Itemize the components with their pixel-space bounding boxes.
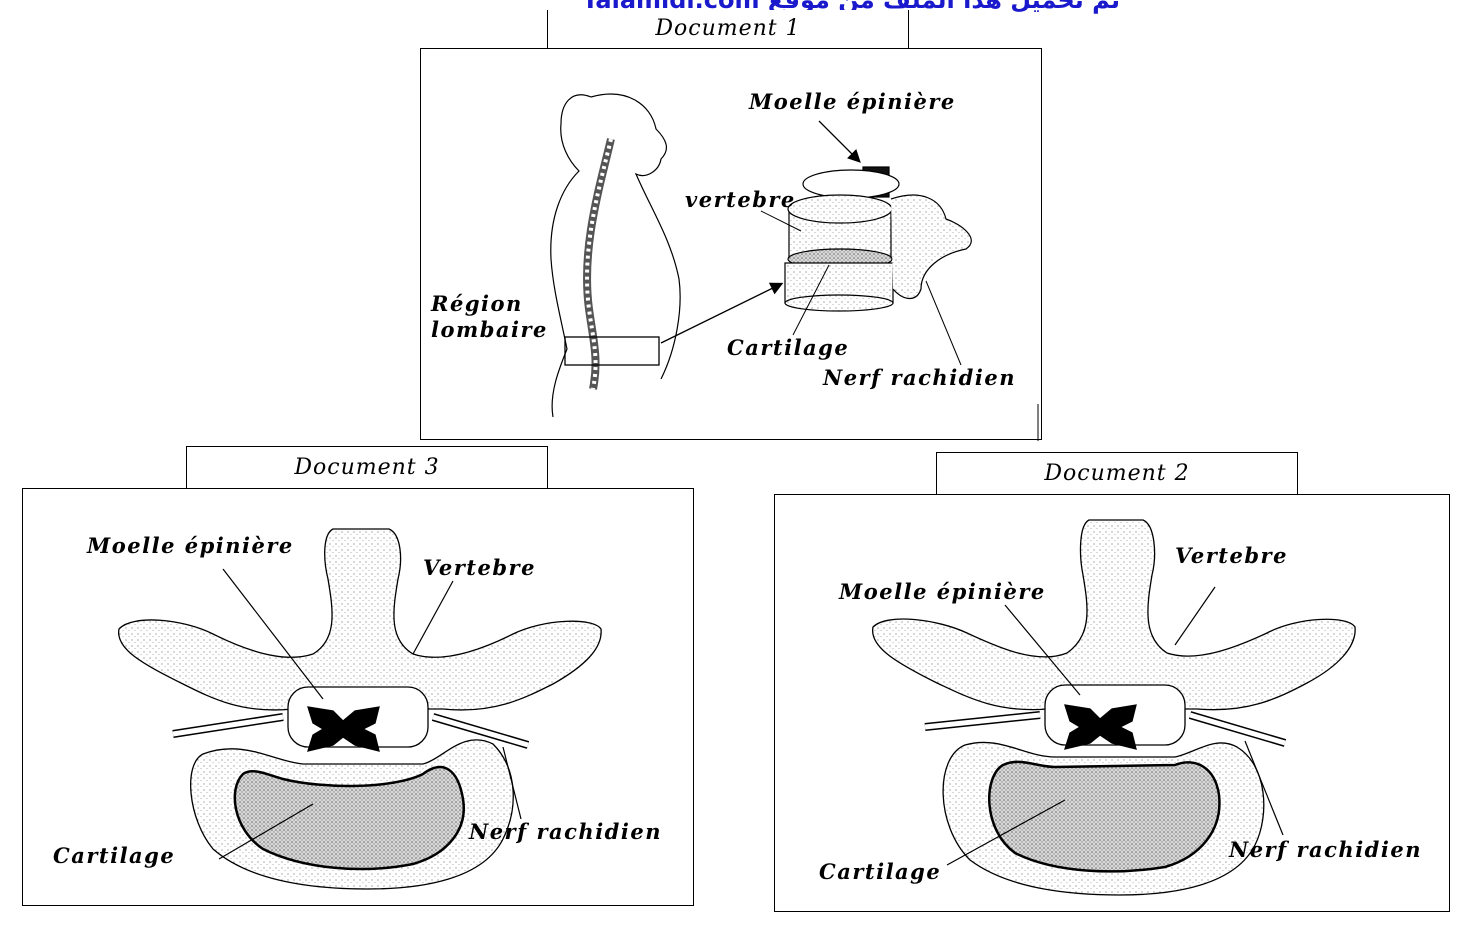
doc1-title: Document 1 xyxy=(655,16,800,41)
spine xyxy=(587,139,611,389)
moelle-arrow xyxy=(819,121,859,161)
doc3-nerf-label: Nerf rachidien xyxy=(469,819,662,844)
vertebra-stack xyxy=(785,167,971,311)
doc1-nerf-label: Nerf rachidien xyxy=(823,365,1016,390)
doc1-lombaire-label: lombaire xyxy=(431,317,548,342)
doc1-title-tab: Document 1 xyxy=(547,10,909,52)
doc3-title: Document 3 xyxy=(294,455,439,480)
doc2-cartilage-label: Cartilage xyxy=(819,859,941,884)
doc1-region-label: Région xyxy=(431,291,523,316)
doc2-moelle-label: Moelle épinière xyxy=(839,579,1046,604)
nerf-leader xyxy=(926,281,961,365)
doc2-title-tab: Document 2 xyxy=(936,452,1298,498)
doc1-cartilage-label: Cartilage xyxy=(727,335,849,360)
doc3-frame: Moelle épinière Vertebre Cartilage Nerf … xyxy=(22,488,694,906)
lumbar-region-box xyxy=(565,337,659,365)
doc2-vertebre-label: Vertebre xyxy=(1175,543,1288,568)
doc3-vertebre-label: Vertebre xyxy=(423,555,536,580)
doc3-cartilage-label: Cartilage xyxy=(53,843,175,868)
doc3-title-tab: Document 3 xyxy=(186,446,548,492)
doc3-moelle-label: Moelle épinière xyxy=(87,533,294,558)
doc1-frame: Moelle épinière vertebre Région lombaire… xyxy=(420,48,1042,440)
doc2-title: Document 2 xyxy=(1044,461,1189,486)
doc2-frame: Vertebre Moelle épinière Cartilage Nerf … xyxy=(774,494,1450,912)
vertebre-leader xyxy=(413,581,453,654)
doc1-vertebre-label: vertebre xyxy=(685,187,796,212)
doc1-moelle-label: Moelle épinière xyxy=(749,89,956,114)
cartilage xyxy=(989,762,1219,871)
doc2-nerf-label: Nerf rachidien xyxy=(1229,837,1422,862)
vertebre-leader xyxy=(1175,587,1215,645)
